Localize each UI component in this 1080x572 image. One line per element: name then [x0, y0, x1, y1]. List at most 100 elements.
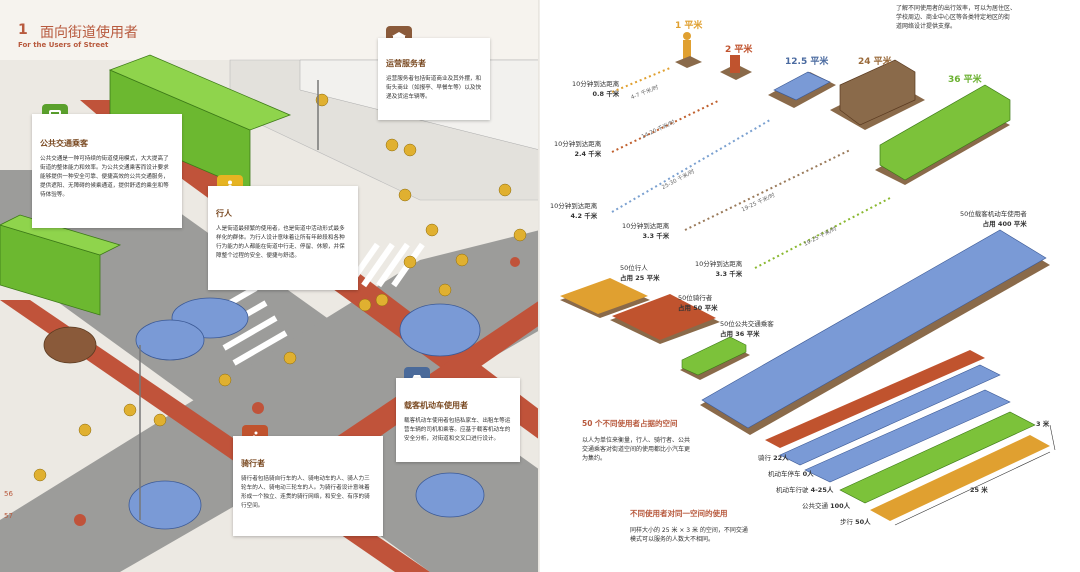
space-pedestrians: 50位行人 占用 25 平米 [620, 262, 660, 282]
area-truck: 24 平米 [858, 57, 892, 67]
space-motorists: 50位载客机动车使用者 占用 400 平米 [960, 208, 1027, 228]
truck-figure [830, 59, 925, 130]
space-text-2: 交通乘客对街道空间的使用都比小汽车更 [582, 446, 691, 453]
reach-bus-value: 3.3 千米 [715, 270, 743, 278]
car-field [700, 229, 1050, 435]
operator-card: 运营服务者 运营服务者包括街道商业及其外摆，和街头商业（如报亭、早餐车等）以及快… [378, 38, 490, 120]
area-bus: 36 平米 [948, 75, 982, 85]
space-cyclist-area: 占用 50 平米 [678, 304, 718, 312]
transit-card-title: 公共交通乘客 [40, 139, 88, 148]
reach-car: 10分钟到达距离 4.2 千米 [550, 200, 597, 220]
space-transit-area: 占用 36 平米 [720, 330, 760, 338]
cyclist-card-text: 骑行者包括骑自行车的人、骑电动车的人、骑人力三轮车的人、骑电动三轮车的人。为骑行… [241, 476, 370, 509]
capacity-transit-label: 公共交通 [802, 502, 828, 510]
dim-length: 25 米 [970, 484, 988, 494]
same-text-2: 模式可以服务的人数大不相同。 [630, 536, 715, 543]
motorist-card: 载客机动车使用者 载客机动车使用者包括私家车、出租车等运营车辆的司机和乘客。应基… [396, 378, 520, 462]
space-transit: 50位公共交通乘客 占用 36 平米 [720, 318, 774, 338]
space-text-3: 为集约。 [582, 455, 607, 462]
area-cyclist: 2 平米 [725, 45, 753, 55]
left-page: 1 面向街道使用者 For the Users of Street 公共交通乘客… [0, 0, 540, 572]
operator-card-title: 运营服务者 [386, 59, 426, 68]
intro-line-1: 了解不同使用者的出行效率，可以为居住区、 [896, 5, 1017, 12]
area-pedestrian: 1 平米 [675, 21, 703, 31]
page-title: 面向街道使用者 [40, 25, 138, 41]
capacity-walking: 步行 50人 [840, 516, 871, 526]
same-space-text: 同样大小的 25 米 × 3 米 的空间，不同交通 模式可以服务的人数大不相同。 [630, 526, 748, 544]
space-text-1: 以人为单位来衡量，行人、骑行者、公共 [582, 437, 691, 444]
capacity-parking: 机动车停车 0人 [768, 468, 814, 478]
pedestrian-card: 行人 人是街道最频繁的使用者，也是街道中活动形式最多样化的群体。为行人设计意味着… [208, 186, 358, 290]
space-text: 以人为单位来衡量，行人、骑行者、公共 交通乘客对街道空间的使用都比小汽车更 为集… [582, 436, 690, 463]
capacity-walking-label: 步行 [840, 518, 853, 526]
ped-crowd [560, 278, 650, 318]
lane-ped [870, 435, 1050, 521]
cyclist-card-title: 骑行者 [241, 459, 265, 468]
transit-card: 公共交通乘客 公共交通是一种可持续的街道使用模式，大大提高了街道的整体能力和效率… [32, 114, 182, 228]
space-heading: 50 个不同使用者占据的空间 [582, 419, 678, 428]
page-subtitle: For the Users of Street [18, 41, 109, 49]
cyclist-crowd [610, 294, 720, 344]
ped-figure [675, 32, 702, 68]
reach-ped-value: 0.8 千米 [592, 90, 620, 98]
reach-bus-label: 10分钟到达距离 [695, 260, 743, 268]
bus-figure [875, 84, 1011, 185]
reach-truck-value: 3.3 千米 [642, 232, 670, 240]
cyclist-figure [720, 55, 752, 80]
capacity-transit-value: 100人 [830, 502, 851, 510]
capacity-driving-label: 机动车行驶 [776, 486, 809, 494]
intro-text: 了解不同使用者的出行效率，可以为居住区、 学校周边、商业中心区等各类特定地区的街… [896, 4, 1016, 31]
bus-left [0, 214, 122, 316]
capacity-bike: 骑行 22人 [758, 452, 789, 462]
intro-line-3: 道网络设计提供支撑。 [896, 23, 957, 30]
lane-bus [839, 411, 1036, 504]
same-text-1: 同样大小的 25 米 × 3 米 的空间，不同交通 [630, 527, 748, 534]
capacity-driving-value: 4-25人 [810, 486, 834, 494]
capacity-bike-label: 骑行 [758, 454, 771, 462]
lane-bike [765, 350, 985, 448]
capacity-parking-value: 0人 [802, 470, 814, 478]
transit-card-text: 公共交通是一种可持续的街道使用模式，大大提高了街道的整体能力和效率。为公共交通乘… [40, 156, 169, 198]
reach-truck: 10分钟到达距离 3.3 千米 [622, 220, 669, 240]
car-figure [768, 71, 836, 108]
reach-ped-label: 10分钟到达距离 [572, 80, 620, 88]
reach-ped: 10分钟到达距离 0.8 千米 [572, 78, 619, 98]
capacity-driving: 机动车行驶 4-25人 [776, 484, 833, 494]
area-car: 12.5 平米 [785, 57, 829, 67]
dim-width: 3 米 [1036, 418, 1049, 428]
transit-bus [680, 336, 750, 380]
motorist-card-text: 载客机动车使用者包括私家车、出租车等运营车辆的司机和乘客。应基于载客机动车的安全… [404, 418, 511, 442]
reach-car-label: 10分钟到达距离 [550, 202, 598, 210]
chapter-number: 1 [18, 22, 28, 38]
lane-parked [779, 364, 1001, 466]
reach-cyclist: 10分钟到达距离 2.4 千米 [554, 138, 601, 158]
reach-cyclist-value: 2.4 千米 [574, 150, 602, 158]
pedestrian-card-text: 人是街道最频繁的使用者，也是街道中活动形式最多样化的群体。为行人设计意味着让所有… [216, 226, 345, 259]
reach-cyclist-label: 10分钟到达距离 [554, 140, 602, 148]
pedestrian-card-title: 行人 [216, 209, 232, 218]
reach-car-value: 4.2 千米 [570, 212, 598, 220]
capacity-parking-label: 机动车停车 [768, 470, 801, 478]
same-space-heading: 不同使用者对同一空间的使用 [630, 509, 728, 518]
motorist-card-title: 载客机动车使用者 [404, 401, 468, 410]
efficiency-illustration [560, 32, 1056, 526]
right-page: 了解不同使用者的出行效率，可以为居住区、 学校周边、商业中心区等各类特定地区的街… [540, 0, 1080, 572]
space-ped-area: 占用 25 平米 [620, 274, 660, 282]
space-transit-label: 50位公共交通乘客 [720, 320, 774, 328]
capacity-transit: 公共交通 100人 [802, 500, 850, 510]
space-cyclists: 50位骑行者 占用 50 平米 [678, 292, 718, 312]
reach-truck-label: 10分钟到达距离 [622, 222, 670, 230]
capacity-bike-value: 22人 [773, 454, 789, 462]
lane-moving [804, 389, 1011, 483]
space-motorist-label: 50位载客机动车使用者 [960, 210, 1027, 218]
space-motorist-area: 占用 400 平米 [982, 220, 1027, 228]
dim-length-value: 25 米 [970, 486, 988, 494]
intro-line-2: 学校周边、商业中心区等各类特定地区的街 [896, 14, 1011, 21]
page-number-left-top: 56 [4, 490, 13, 498]
reach-bus: 10分钟到达距离 3.3 千米 [695, 258, 742, 278]
space-ped-label: 50位行人 [620, 264, 648, 272]
space-cyclist-label: 50位骑行者 [678, 294, 713, 302]
cyclist-card: 骑行者 骑行者包括骑自行车的人、骑电动车的人、骑人力三轮车的人、骑电动三轮车的人… [233, 436, 383, 536]
operator-card-text: 运营服务者包括街道商业及其外摆，和街头商业（如报亭、早餐车等）以及快递及货运车辆… [386, 76, 482, 100]
page-number-left-bottom: 57 [4, 512, 13, 520]
